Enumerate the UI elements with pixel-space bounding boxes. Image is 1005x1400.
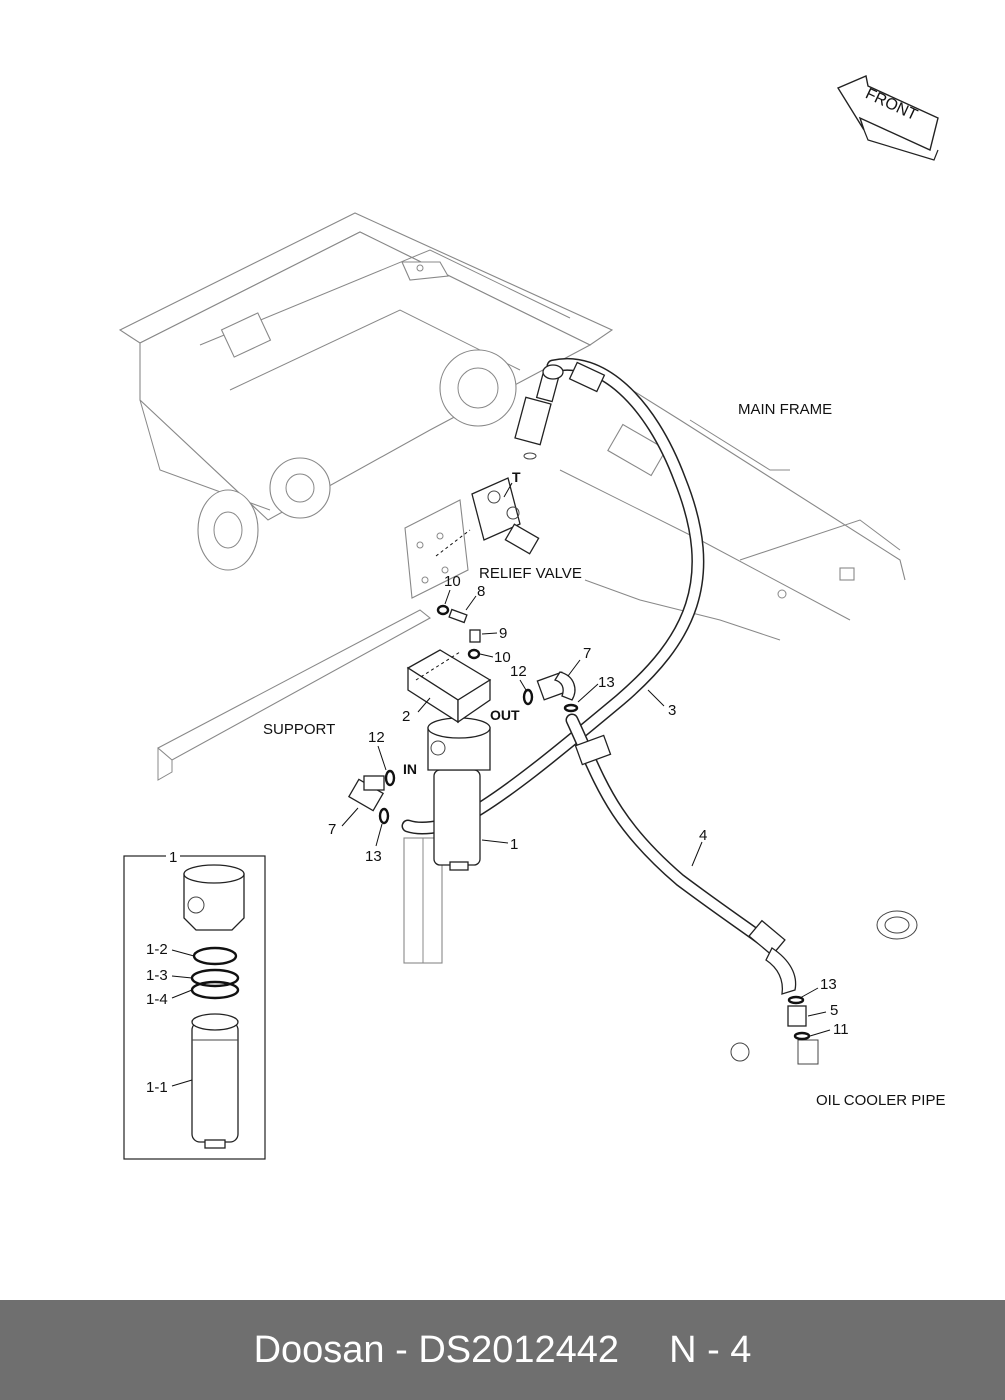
callout-11: 11	[833, 1021, 849, 1038]
relief-valve-label: RELIEF VALVE	[479, 565, 582, 582]
callout-10-upper: 10	[444, 573, 461, 590]
callout-12-right: 12	[510, 663, 527, 680]
fitting-7-left	[347, 775, 385, 812]
oil-cooler-pipe	[730, 910, 932, 1109]
footer-bar: Doosan - DS2012442 N - 4	[0, 1300, 1005, 1400]
inset-part-1-1: 1-1	[146, 1079, 168, 1096]
parts-diagram: FRONT	[118, 75, 946, 1160]
callout-7-left: 7	[328, 821, 336, 838]
support-label: SUPPORT	[263, 721, 335, 738]
filter-exploded-inset: 1 1-2 1-3 1-4 1-1	[123, 848, 266, 1160]
main-frame-label: MAIN FRAME	[738, 401, 832, 418]
main-frame-structure	[118, 212, 906, 964]
port-out-label: OUT	[490, 707, 520, 723]
port-t-label: T	[512, 469, 521, 485]
callout-3: 3	[668, 702, 676, 719]
fitting-7-right	[536, 671, 576, 701]
callout-13-left: 13	[365, 848, 382, 865]
callout-2: 2	[402, 708, 410, 725]
inset-part-1-4: 1-4	[146, 991, 168, 1008]
oil-cooler-pipe-label: OIL COOLER PIPE	[816, 1092, 946, 1109]
hose-4	[565, 713, 797, 995]
filter-assembly	[406, 649, 492, 871]
callout-13-right: 13	[598, 674, 615, 691]
callout-9: 9	[499, 625, 507, 642]
front-arrow-icon: FRONT	[836, 75, 939, 161]
callout-13-lower: 13	[820, 976, 837, 993]
inset-title: 1	[169, 849, 177, 866]
callout-5: 5	[830, 1002, 838, 1019]
callout-12-left: 12	[368, 729, 385, 746]
callout-7-right: 7	[583, 645, 591, 662]
inset-part-1-2: 1-2	[146, 941, 168, 958]
footer-brand-part-number: Doosan - DS2012442	[253, 1328, 620, 1371]
callout-1: 1	[510, 836, 518, 853]
callouts: 10 8 9 10 2 12 7 13 3 12 7 13 1 4 13 5 1…	[328, 482, 849, 1038]
footer-page-ref: N - 4	[669, 1328, 752, 1371]
inset-part-1-3: 1-3	[146, 967, 168, 984]
callout-4: 4	[699, 827, 707, 844]
port-in-label: IN	[403, 761, 417, 777]
callout-8: 8	[477, 583, 485, 600]
callout-10-lower: 10	[494, 649, 511, 666]
relief-valve	[471, 369, 561, 555]
hardware	[378, 529, 811, 1041]
